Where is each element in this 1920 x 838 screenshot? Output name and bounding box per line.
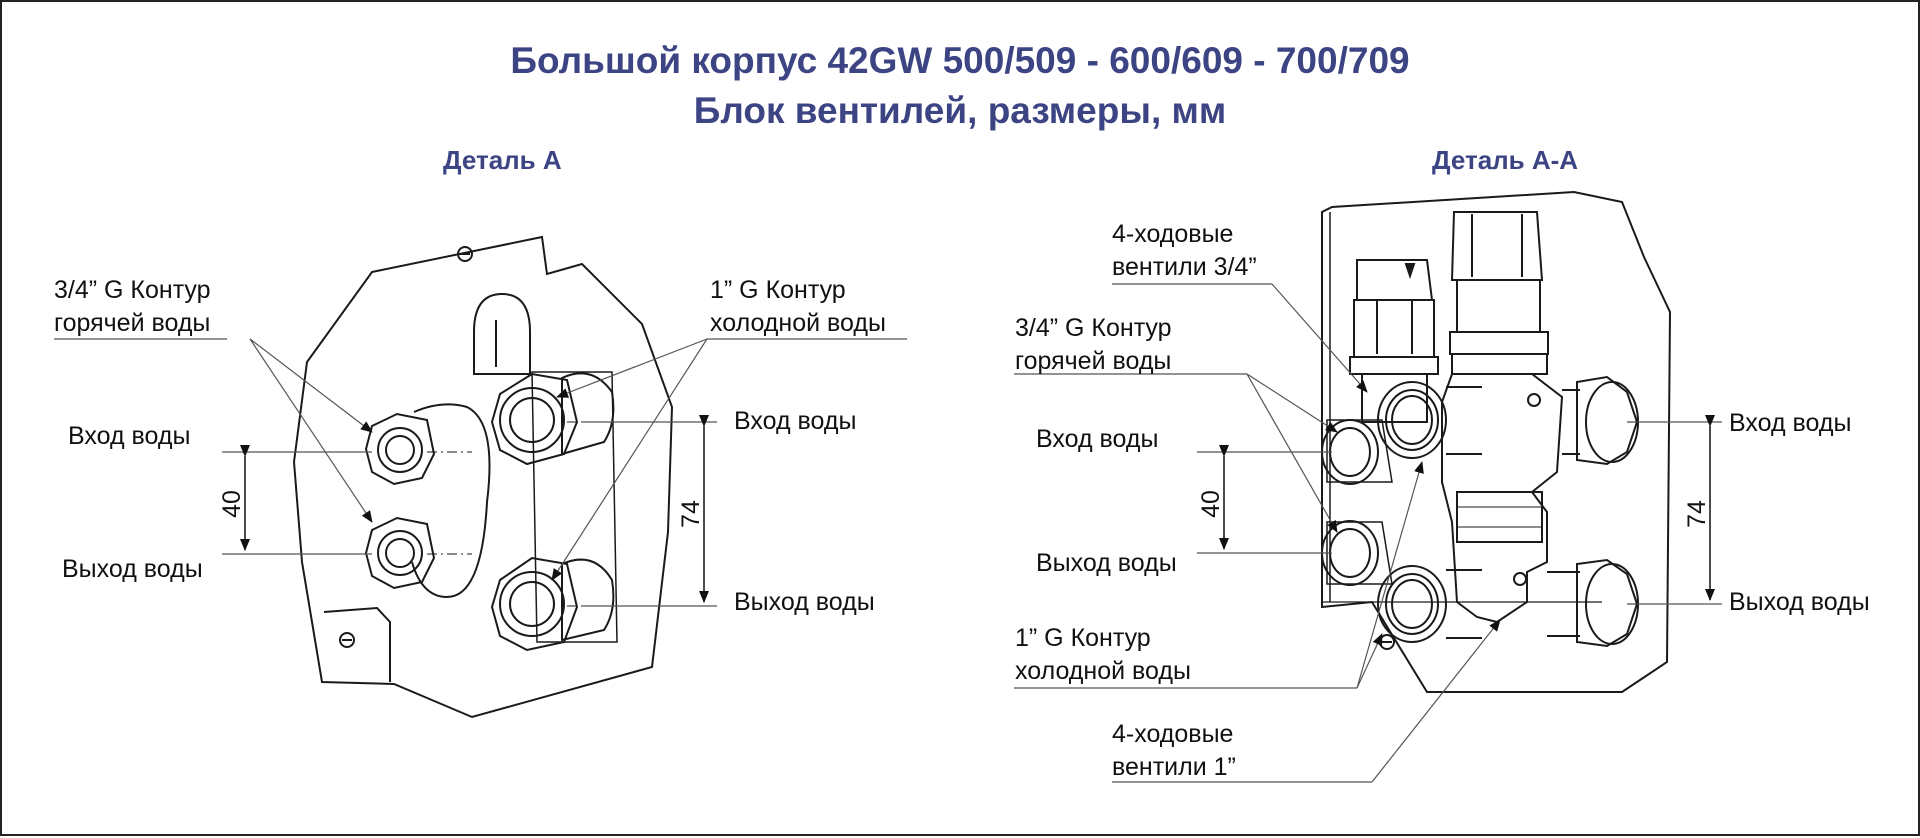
detail-a-small-nut-bottom	[364, 516, 472, 590]
detail-a-slot	[473, 292, 531, 375]
detail-aa-cold-circuit-line2: холодной воды	[1015, 657, 1191, 685]
detail-aa-valves-1-line2: вентили 1”	[1112, 753, 1236, 781]
detail-aa-drawing	[1321, 190, 1702, 693]
detail-a-screw-top	[457, 246, 473, 262]
detail-aa-inlet-right: Вход воды	[1729, 409, 1852, 437]
detail-aa-valve-head-right	[1449, 211, 1549, 375]
detail-aa-valves-34-label: 4-ходовые вентили 3/4”	[1112, 218, 1257, 284]
detail-aa-dimensions	[1219, 415, 1715, 601]
detail-a-small-nut-top	[364, 412, 472, 486]
detail-a-dim-74: 74	[677, 500, 705, 528]
detail-aa-fitting-1-bottom	[1377, 565, 1482, 643]
detail-aa-dim-74: 74	[1683, 500, 1711, 528]
detail-a-cold-circuit-label: 1” G Контур холодной воды	[710, 274, 886, 340]
detail-aa-fitting-1-top	[1377, 381, 1482, 459]
detail-aa-fitting-right-top	[1562, 375, 1702, 466]
detail-a-bracket	[323, 606, 391, 682]
detail-a-screw-bottom	[339, 632, 355, 648]
detail-a-inlet-left: Вход воды	[68, 422, 191, 450]
detail-aa-cold-circuit-label: 1” G Контур холодной воды	[1015, 622, 1191, 688]
detail-a-pipe-band	[411, 403, 491, 599]
detail-a-outlet-right: Выход воды	[734, 588, 875, 616]
detail-a-outlet-left: Выход воды	[62, 555, 203, 583]
title-line-1: Большой корпус 42GW 500/509 - 600/609 - …	[510, 40, 1410, 81]
detail-aa-dim-40: 40	[1197, 490, 1225, 518]
detail-aa-valves-34-line2: вентили 3/4”	[1112, 253, 1257, 281]
detail-aa-coupling-nut	[1456, 491, 1543, 543]
detail-a-housing	[292, 235, 674, 719]
detail-a-inlet-right: Вход воды	[734, 407, 857, 435]
detail-aa-fitting-34-bottom	[1321, 520, 1393, 586]
detail-a-large-nut-bottom	[490, 556, 622, 652]
detail-a-large-nut-top	[490, 372, 622, 466]
detail-aa-leaders	[1014, 283, 1722, 783]
detail-a-dim-40: 40	[218, 490, 246, 518]
title-line-2: Блок вентилей, размеры, мм	[693, 90, 1227, 131]
detail-aa-fitting-right-bottom	[1547, 558, 1702, 648]
detail-aa-hot-circuit-label: 3/4” G Контур горячей воды	[1015, 312, 1172, 378]
detail-a-dimensions	[240, 415, 709, 603]
detail-a-plate	[531, 371, 618, 643]
detail-aa-valve-body	[1441, 373, 1564, 624]
detail-aa-screw-bottom	[1513, 572, 1527, 586]
detail-a-hot-circuit-label: 3/4” G Контур горячей воды	[54, 274, 211, 340]
detail-aa-outlet-left: Выход воды	[1036, 549, 1177, 577]
detail-aa-screw-top	[1527, 393, 1541, 407]
detail-aa-valve-head-left	[1349, 259, 1439, 423]
detail-aa-cold-circuit-line1: 1” G Контур	[1015, 624, 1151, 652]
detail-aa-valves-34-line1: 4-ходовые	[1112, 220, 1234, 248]
detail-aa-housing	[1321, 190, 1672, 693]
detail-aa-outlet-right: Выход воды	[1729, 588, 1870, 616]
detail-aa-valves-1-label: 4-ходовые вентили 1”	[1112, 718, 1236, 784]
detail-a-hot-circuit-line1: 3/4” G Контур	[54, 276, 211, 304]
detail-aa-inlet-left: Вход воды	[1036, 425, 1159, 453]
detail-a-hot-circuit-line2: горячей воды	[54, 309, 211, 337]
detail-a-heading: Деталь А	[443, 145, 562, 175]
detail-a-cold-circuit-line2: холодной воды	[710, 309, 886, 337]
detail-a-drawing	[292, 235, 674, 719]
detail-aa-heading: Деталь А-А	[1432, 145, 1579, 175]
detail-a-cold-circuit-line1: 1” G Контур	[710, 276, 846, 304]
detail-aa-valves-1-line1: 4-ходовые	[1112, 720, 1234, 748]
detail-aa-hot-circuit-line2: горячей воды	[1015, 347, 1172, 375]
detail-aa-hot-circuit-line1: 3/4” G Контур	[1015, 314, 1172, 342]
